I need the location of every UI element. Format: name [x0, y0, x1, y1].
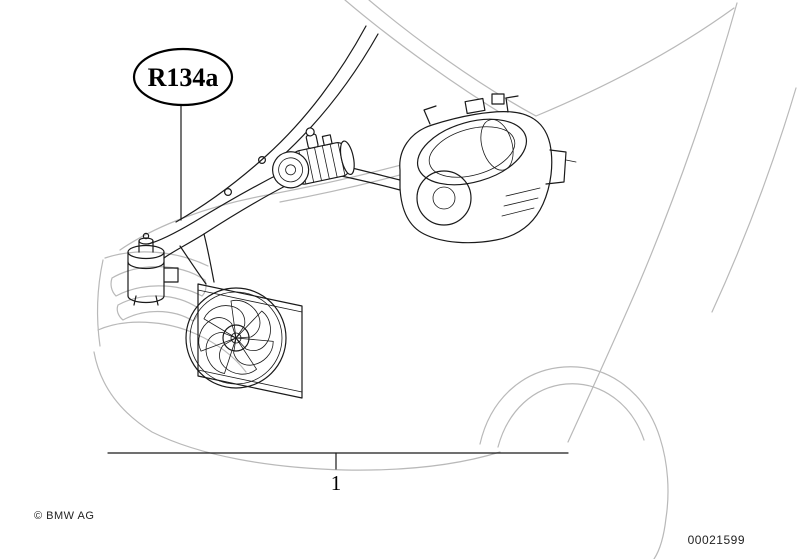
part-callout-1[interactable]: 1: [107, 452, 569, 495]
ac-compressor: [272, 127, 355, 189]
r134a-balloon[interactable]: R134a: [132, 47, 234, 221]
part-number-label: 1: [331, 471, 342, 495]
copyright-notice: © BMW AG: [34, 510, 95, 522]
balloon-label: R134a: [148, 63, 219, 92]
electric-fan: [185, 287, 287, 389]
evaporator-heater-unit: [399, 93, 577, 244]
receiver-drier: [127, 232, 179, 306]
document-number: 00021599: [687, 533, 745, 547]
